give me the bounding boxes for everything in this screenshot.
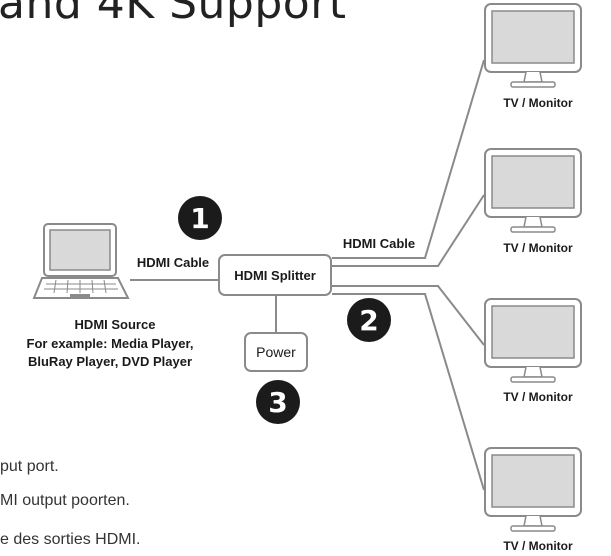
output-cable-4: [332, 293, 485, 491]
monitor-3-icon: [484, 298, 582, 383]
note-line-2: MI output poorten.: [0, 492, 130, 509]
monitor-4-icon: [484, 447, 582, 532]
source-title: HDMI Source: [74, 317, 156, 332]
step-2-badge: 2: [347, 298, 391, 342]
step-1-badge: 1: [178, 196, 222, 240]
output-cable-label: HDMI Cable: [342, 236, 416, 251]
step-1-number: 1: [190, 201, 210, 235]
hdmi-splitter-label: HDMI Splitter: [234, 267, 316, 283]
monitor-4-label: TV / Monitor: [503, 539, 573, 553]
monitor-1-label: TV / Monitor: [503, 96, 573, 110]
output-cable-1: [332, 59, 485, 259]
laptop-icon: [32, 223, 130, 299]
page-title: and 4K Support: [0, 0, 347, 29]
step-3-number: 3: [268, 385, 288, 419]
source-example-line2: BluRay Player, DVD Player: [27, 354, 193, 369]
source-example-line1: For example: Media Player,: [26, 336, 194, 351]
step-2-number: 2: [359, 303, 379, 337]
note-line-1: put port.: [0, 458, 59, 475]
power-label: Power: [256, 344, 296, 360]
monitor-1-icon: [484, 3, 582, 88]
hdmi-splitter-box: HDMI Splitter: [218, 254, 332, 296]
monitor-2-label: TV / Monitor: [503, 241, 573, 255]
output-cable-2: [332, 194, 485, 267]
monitor-2-icon: [484, 148, 582, 233]
output-cable-3: [332, 285, 485, 346]
power-box: Power: [244, 332, 308, 372]
note-line-3: e des sorties HDMI.: [0, 531, 141, 548]
input-cable-label: HDMI Cable: [136, 255, 210, 270]
step-3-badge: 3: [256, 380, 300, 424]
monitor-3-label: TV / Monitor: [503, 390, 573, 404]
